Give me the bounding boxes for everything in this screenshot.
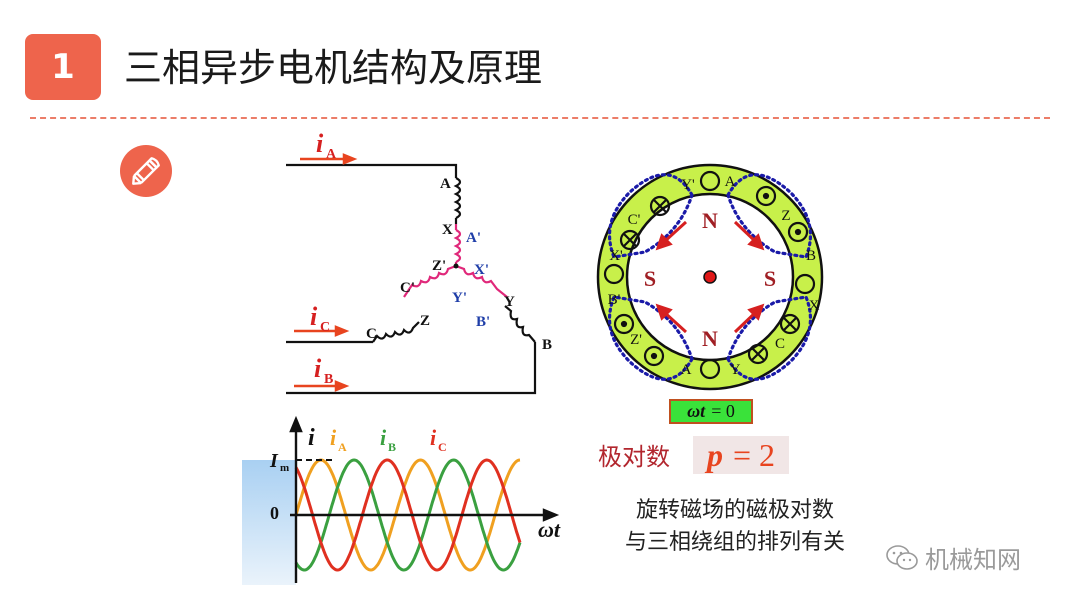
svg-text:I: I xyxy=(269,450,279,472)
svg-text:0: 0 xyxy=(270,503,279,523)
svg-text:C: C xyxy=(366,326,377,342)
current-iB-label: i xyxy=(314,354,322,383)
svg-text:Z: Z xyxy=(781,208,790,224)
svg-text:i: i xyxy=(430,425,437,450)
svg-text:X: X xyxy=(809,298,820,314)
svg-text:C: C xyxy=(775,336,785,352)
svg-text:Y: Y xyxy=(730,362,741,378)
svg-text:i: i xyxy=(380,425,387,450)
svg-text:B': B' xyxy=(608,292,621,308)
watermark: 机械知网 xyxy=(885,540,1021,575)
svg-text:A: A xyxy=(725,174,736,190)
svg-text:S: S xyxy=(644,266,656,291)
svg-text:Y: Y xyxy=(504,294,515,310)
svg-text:C': C' xyxy=(628,212,641,228)
svg-text:m: m xyxy=(280,462,289,474)
omega-t-zero-box: ωt= 0 xyxy=(669,399,753,424)
svg-text:i: i xyxy=(330,425,337,450)
svg-text:Z': Z' xyxy=(432,258,446,274)
description-text: 旋转磁场的磁极对数 与三相绕组的排列有关 xyxy=(624,498,845,555)
pencil-icon xyxy=(120,145,172,197)
svg-text:X': X' xyxy=(474,262,489,278)
page-title: 三相异步电机结构及原理 xyxy=(124,46,543,90)
pole-pairs-label: 极对数 xyxy=(598,443,670,471)
svg-text:A: A xyxy=(326,147,337,162)
section-number-badge: 1 xyxy=(25,34,101,100)
svg-text:A': A' xyxy=(466,230,481,246)
svg-text:X': X' xyxy=(609,248,623,264)
curve-iC xyxy=(294,458,522,572)
svg-text:Y': Y' xyxy=(681,177,695,193)
dashed-divider xyxy=(30,117,1050,119)
pole-pairs-value: p= 2 xyxy=(693,436,789,474)
svg-text:X: X xyxy=(442,222,453,238)
current-iA-label: i xyxy=(316,129,324,158)
svg-text:C: C xyxy=(438,440,447,454)
svg-text:ωt: ωt xyxy=(538,517,561,542)
curve-iB xyxy=(294,458,522,572)
current-iC-label: i xyxy=(310,302,318,331)
svg-text:B: B xyxy=(324,372,333,387)
svg-text:N: N xyxy=(702,326,718,351)
svg-text:B': B' xyxy=(476,314,490,330)
svg-text:A: A xyxy=(338,440,347,454)
svg-text:C: C xyxy=(320,320,330,335)
svg-text:i: i xyxy=(308,425,315,451)
svg-text:A: A xyxy=(681,362,692,378)
curve-iA xyxy=(294,458,521,572)
svg-text:N: N xyxy=(702,208,718,233)
svg-text:Y': Y' xyxy=(452,290,467,306)
svg-text:B: B xyxy=(542,337,552,353)
svg-text:C': C' xyxy=(400,280,415,296)
svg-text:S: S xyxy=(764,266,776,291)
svg-text:A: A xyxy=(440,176,451,192)
svg-text:Z: Z xyxy=(420,313,430,329)
svg-text:B: B xyxy=(806,248,816,264)
svg-text:B: B xyxy=(388,440,396,454)
svg-text:Z': Z' xyxy=(630,332,642,348)
wechat-icon xyxy=(886,544,918,570)
